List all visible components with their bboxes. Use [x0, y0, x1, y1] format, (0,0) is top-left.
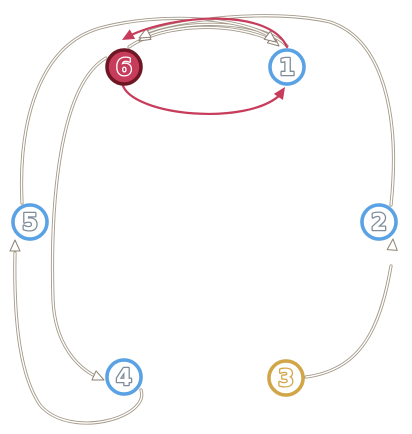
node-label: 2	[371, 210, 387, 236]
node-2[interactable]: 2	[360, 203, 398, 241]
edge-line	[14, 252, 143, 424]
edges-layer	[9, 14, 398, 425]
node-3[interactable]: 3	[267, 359, 305, 397]
node-circle	[360, 203, 398, 241]
arrow-head	[91, 370, 105, 381]
arrow-head	[138, 27, 152, 39]
arrow-head	[9, 239, 21, 252]
edge-line	[127, 17, 289, 49]
node-5[interactable]: 5	[11, 203, 49, 241]
arrow-head	[263, 30, 277, 43]
edge-outline	[143, 14, 395, 207]
edge-4-to-5	[9, 239, 144, 425]
node-6[interactable]: 6	[105, 48, 143, 86]
edge-3-to-2	[304, 238, 398, 379]
node-circle	[267, 359, 305, 397]
node-circle	[268, 48, 306, 86]
nodes-layer: 1 2 3 4 5 6	[11, 48, 398, 397]
edge-line	[121, 84, 282, 116]
edge-6-to-4	[50, 56, 108, 381]
node-label: 6	[116, 55, 132, 81]
arrow-head	[386, 238, 398, 251]
edge-6-to-1-highlighted	[121, 84, 285, 116]
edge-outline	[13, 251, 144, 425]
edge-line	[145, 23, 288, 47]
edge-line	[51, 57, 107, 378]
edge-1-to-6-highlighted	[122, 17, 289, 49]
node-circle	[105, 358, 143, 396]
node-circle	[105, 48, 143, 86]
edge-line	[305, 265, 392, 378]
edge-2-to-6	[138, 14, 395, 207]
node-4[interactable]: 4	[105, 358, 143, 396]
edge-line	[20, 17, 269, 204]
node-1[interactable]: 1	[268, 48, 306, 86]
edge-line	[144, 15, 395, 206]
node-label: 4	[116, 365, 132, 391]
edge-outline	[50, 56, 108, 379]
arrow-head	[273, 87, 285, 100]
node-label: 5	[22, 210, 38, 236]
arrow-head	[122, 29, 136, 40]
node-label: 1	[279, 55, 295, 81]
edge-5-to-1	[19, 16, 277, 205]
node-circle	[11, 203, 49, 241]
node-label: 3	[278, 366, 294, 392]
